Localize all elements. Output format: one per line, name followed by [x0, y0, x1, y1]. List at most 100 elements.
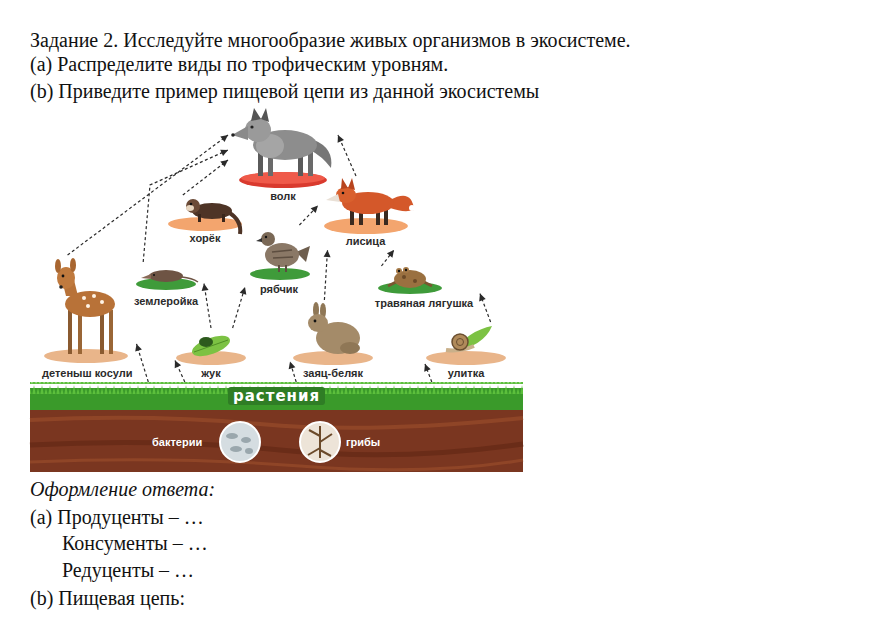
roe-deer-picture [59, 285, 63, 289]
decomposer-node: бактерии [148, 418, 268, 466]
food-arrow [233, 287, 247, 328]
food-arrow [338, 135, 356, 176]
ferret-picture [168, 199, 242, 234]
text-line: (a) Распределите виды по трофическим уро… [30, 52, 448, 76]
ferret-picture [186, 205, 194, 211]
fox-picture [326, 194, 340, 202]
dashed-line [338, 135, 356, 176]
organism-node: заяц-беляк [290, 300, 376, 382]
dashed-line [381, 250, 394, 266]
shrew-picture [153, 274, 155, 276]
bacteria-picture [230, 446, 242, 452]
organism-label: землеройка [134, 295, 198, 308]
arrow-head [338, 135, 344, 143]
food-arrow [135, 344, 148, 382]
snail-picture [452, 334, 468, 350]
roe-deer-picture [44, 258, 128, 363]
dashed-line [143, 150, 228, 262]
decomposer-node: грибы [296, 418, 404, 466]
grouse-picture [256, 238, 262, 242]
fox-picture [324, 218, 408, 234]
organism-node: хорёк [168, 195, 242, 247]
frog-picture [413, 279, 417, 283]
roe-deer-picture [62, 275, 65, 278]
wolf-picture [239, 172, 327, 188]
fungi-picture [308, 426, 332, 458]
wolf-picture [245, 118, 271, 142]
dashed-line [299, 206, 318, 225]
ferret-picture [190, 203, 193, 206]
arrow-head [424, 364, 431, 372]
roe-deer-picture [44, 349, 128, 363]
snail-picture [426, 351, 506, 365]
food-arrow [183, 160, 228, 195]
hare-picture [293, 302, 373, 365]
roe-deer-picture [70, 258, 76, 272]
grouse-picture [285, 265, 287, 272]
text-line: (b) Приведите пример пищевой цепи из дан… [30, 79, 539, 103]
roe-deer-picture [55, 259, 61, 273]
arrow-head [479, 294, 486, 302]
frog-picture [405, 269, 407, 271]
roe-deer-picture [109, 310, 113, 354]
organism-node: землеройка [128, 262, 204, 310]
organism-label: лисица [346, 235, 386, 248]
ferret-picture [228, 212, 240, 234]
wolf-picture [251, 108, 261, 121]
fungi-picture [300, 422, 340, 462]
dashed-line [68, 135, 228, 255]
soil [30, 418, 523, 428]
food-arrow [381, 250, 394, 266]
beetle-picture [189, 332, 232, 361]
beetle-picture [176, 332, 246, 365]
text-line: Консументы – … [62, 531, 208, 555]
dashed-line [324, 250, 327, 300]
task-title: Задание 2. Исследуйте многообразие живых… [30, 28, 631, 52]
snail-picture [457, 339, 464, 346]
shrew-picture [182, 277, 198, 282]
arrow-head [202, 284, 209, 291]
roe-deer-picture [100, 312, 104, 354]
text-line: (a) Продуценты – … [30, 505, 204, 529]
bacteria-picture [226, 433, 238, 439]
hare-picture [308, 314, 328, 332]
organism-node: рябчик [245, 225, 313, 298]
roe-deer-picture [82, 296, 86, 300]
arrow-head [135, 344, 142, 352]
wolf-picture [261, 108, 269, 122]
grouse-picture [250, 232, 310, 280]
arrow-head [220, 160, 228, 167]
fox-picture [342, 192, 345, 195]
organism-node: улитка [425, 322, 507, 382]
organism-node: жук [175, 328, 247, 382]
soil [30, 460, 523, 470]
arrow-head [220, 150, 228, 156]
food-arrow [202, 284, 211, 328]
wolf-picture [250, 125, 253, 128]
organism-node: лисица [318, 176, 413, 250]
grass-band: растения [30, 382, 523, 410]
arrow-head [240, 287, 247, 295]
grouse-picture [265, 243, 299, 267]
shrew-picture [141, 274, 151, 279]
organism-label: травяная лягушка [375, 297, 473, 310]
ferret-picture [186, 199, 200, 213]
hare-picture [314, 320, 317, 323]
wolf-picture [232, 126, 248, 140]
organism-label: волк [270, 190, 296, 203]
beetle-picture [199, 337, 213, 347]
frog-picture [402, 275, 406, 279]
shrew-picture [136, 270, 198, 290]
roe-deer-picture [68, 310, 72, 354]
fox-picture [324, 178, 415, 234]
organism-label: детеныш косули [42, 367, 133, 380]
soil-label: грибы [346, 436, 380, 449]
fungi-picture [300, 422, 340, 462]
roe-deer-picture [92, 294, 96, 298]
hare-picture [340, 342, 360, 354]
fox-picture [348, 178, 355, 190]
arrow-head [311, 206, 318, 213]
frog-picture [403, 267, 409, 273]
text-line: Оформление ответа: [30, 477, 215, 501]
